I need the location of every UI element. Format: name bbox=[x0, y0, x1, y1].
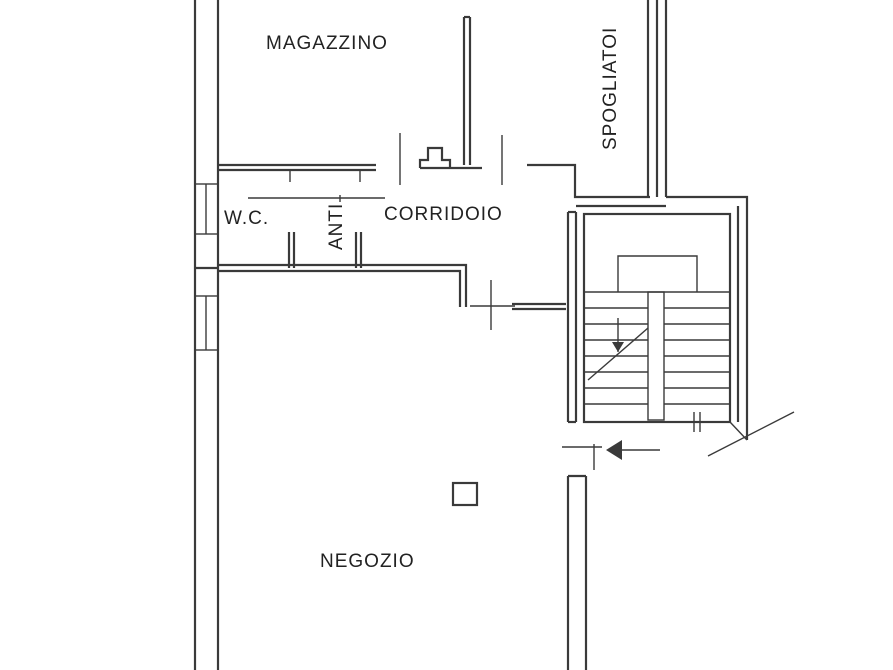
label-wc: W.C. bbox=[224, 208, 269, 229]
label-corridoio: CORRIDOIO bbox=[384, 204, 503, 225]
label-anti: ANTI bbox=[326, 203, 347, 250]
left-exterior-wall bbox=[193, 0, 220, 670]
label-magazzino: MAGAZZINO bbox=[266, 33, 388, 54]
negozio-right-wall bbox=[566, 474, 588, 670]
column-square bbox=[451, 481, 479, 507]
entrance bbox=[562, 411, 795, 460]
entrance-arrow-icon bbox=[606, 440, 622, 460]
corridoio-negozio-wall bbox=[218, 263, 566, 330]
magazzino-wall bbox=[218, 15, 650, 199]
wc-anti-partitions bbox=[248, 195, 385, 268]
stair-block-walls bbox=[566, 195, 749, 470]
spogliatoio-walls bbox=[646, 0, 668, 197]
label-spogliatoio: SPOGLIATOI bbox=[600, 27, 621, 150]
stair-arrow-icon bbox=[612, 342, 624, 352]
staircase bbox=[584, 255, 730, 421]
label-negozio: NEGOZIO bbox=[320, 551, 415, 572]
